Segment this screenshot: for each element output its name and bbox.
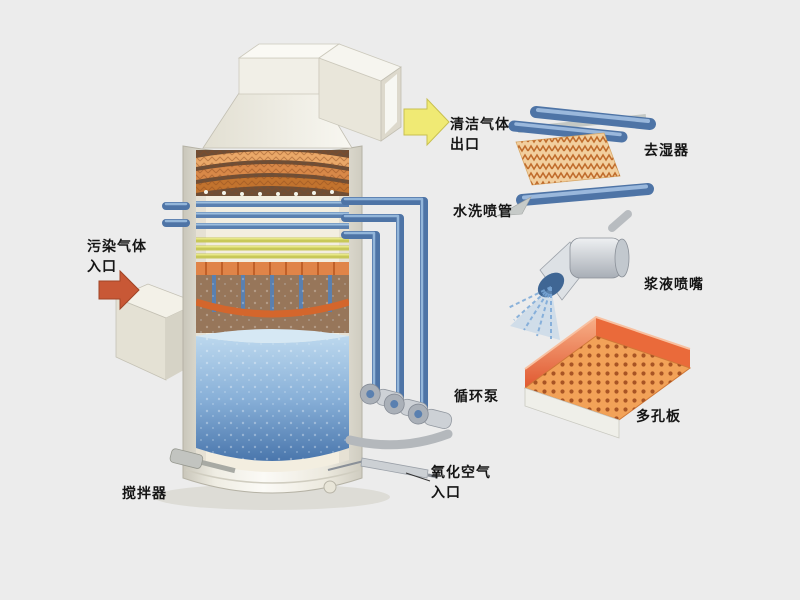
label-oxidation-air-inlet: 氧化空气 入口 <box>431 465 491 502</box>
internal-spray-zone <box>196 275 349 333</box>
label-polluted-gas-inlet: 污染气体 入口 <box>87 239 147 276</box>
manhole <box>323 480 337 494</box>
polluted-gas-arrow <box>98 269 140 311</box>
slurry-pool <box>196 329 349 461</box>
demister-detail <box>496 106 656 217</box>
outlet-duct <box>202 43 402 149</box>
agitator-device <box>169 448 236 474</box>
label-agitator: 搅拌器 <box>122 486 167 502</box>
internal-demister <box>196 150 349 196</box>
label-circulation-pump: 循环泵 <box>454 389 499 405</box>
internal-spray-bank <box>196 237 349 275</box>
label-slurry-nozzle: 浆液喷嘴 <box>644 277 704 293</box>
pump-unit <box>407 403 453 429</box>
perforated-plate-detail <box>523 315 692 439</box>
label-clean-gas-outlet: 清洁气体 出口 <box>450 117 510 154</box>
internal-wash-pipes <box>196 201 349 229</box>
oxidation-air-lance <box>327 457 439 482</box>
label-demister: 去湿器 <box>644 143 689 159</box>
tower-interior <box>196 150 349 472</box>
clean-gas-arrow <box>403 97 450 147</box>
external-pipes <box>162 197 428 416</box>
circulation-pumps <box>345 383 453 450</box>
tower-weld-line <box>185 469 361 484</box>
label-wash-spray-pipe: 水洗喷管 <box>453 204 513 220</box>
wash-pipe-pointer <box>496 196 532 217</box>
slurry-nozzle-detail <box>507 210 632 340</box>
label-perforated-plate: 多孔板 <box>636 409 681 425</box>
